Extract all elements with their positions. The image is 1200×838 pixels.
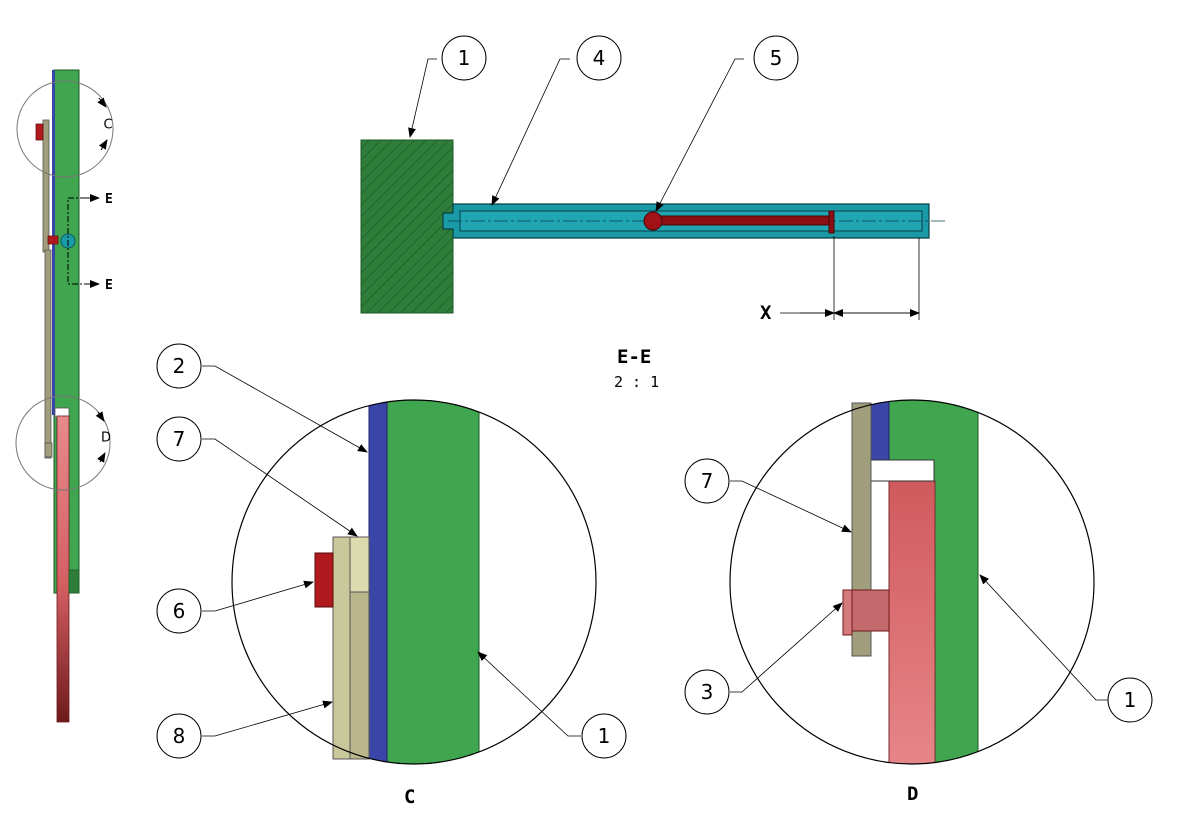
side-red-pin-mid (47, 235, 59, 245)
svg-text:6: 6 (173, 599, 186, 623)
section-red-rod-stop (828, 210, 835, 234)
leader-section-1 (408, 58, 437, 138)
section-cut-line (67, 197, 86, 285)
section-cut-label-bottom: E (105, 278, 113, 293)
section-red-rod (651, 215, 833, 226)
detail-c-marker-label: C (103, 118, 112, 133)
detail-d-pink-bar (888, 480, 936, 764)
detail-c-khaki-cap (349, 536, 370, 593)
detail-d: D (729, 399, 1095, 805)
leader-section-4 (491, 58, 570, 206)
svg-text:8: 8 (173, 724, 186, 748)
side-pink-bar (56, 415, 70, 723)
svg-text:7: 7 (173, 427, 186, 451)
detail-d-marker-arrow-bottom (97, 452, 106, 463)
detail-c-khaki-plate-outer (332, 536, 351, 760)
detail-c-circle (231, 399, 597, 765)
detail-d-marker-circle (15, 395, 111, 491)
side-lower-pin (44, 442, 53, 458)
callout-d-7: 7 (684, 458, 730, 504)
callout-leaders (202, 58, 1108, 737)
leader-c-2 (202, 365, 368, 453)
leader-section-5 (655, 58, 744, 212)
detail-c-red-knob (314, 552, 334, 608)
section-title: E-E (617, 346, 651, 368)
leader-d-3 (730, 602, 843, 693)
svg-text:1: 1 (598, 724, 611, 748)
callout-section-4: 4 (576, 35, 622, 81)
section-red-ball (643, 211, 663, 231)
svg-text:3: 3 (701, 680, 714, 704)
dimension-label: X (760, 302, 772, 324)
side-khaki-lever-top (42, 119, 50, 253)
svg-text:5: 5 (770, 46, 783, 70)
leader-d-1 (979, 574, 1108, 701)
detail-c-blue-strip (368, 400, 388, 764)
callout-balloons: 1 4 5 2 7 6 8 1 (156, 35, 1153, 759)
callout-section-1: 1 (441, 35, 487, 81)
svg-text:1: 1 (458, 46, 471, 70)
svg-text:4: 4 (593, 46, 606, 70)
detail-d-blue-strip (870, 400, 890, 461)
callout-d-1: 1 (1107, 677, 1153, 723)
leader-c-8 (202, 700, 333, 737)
detail-d-pin-head (842, 589, 853, 636)
callout-c-8: 8 (156, 713, 202, 759)
detail-d-circle (729, 399, 1095, 765)
callout-c-1: 1 (581, 713, 627, 759)
side-view: C D E E (15, 69, 114, 723)
callout-c-2: 2 (156, 343, 202, 389)
callout-c-7: 7 (156, 416, 202, 462)
detail-d-marker-label: D (101, 431, 111, 446)
callout-section-5: 5 (753, 35, 799, 81)
side-khaki-lever-bottom (44, 249, 52, 459)
detail-c: C (231, 399, 597, 808)
leader-c-6 (202, 580, 314, 612)
callout-c-6: 6 (156, 588, 202, 634)
detail-c-caption: C (404, 786, 415, 808)
svg-text:7: 7 (701, 469, 714, 493)
leader-c-1 (477, 651, 581, 737)
section-e-e: X E-E 2 : 1 (360, 139, 945, 391)
leader-d-7 (730, 480, 852, 533)
detail-c-marker-arrow-bottom (98, 139, 108, 151)
svg-text:1: 1 (1124, 688, 1137, 712)
leader-c-7 (202, 438, 358, 537)
detail-d-caption: D (907, 783, 918, 805)
detail-c-marker-circle (16, 80, 114, 178)
detail-c-marker-arrow-top (97, 97, 107, 108)
section-hatched-block (360, 139, 454, 314)
detail-d-marker-arrow-top (95, 411, 105, 422)
detail-d-notch (870, 459, 935, 482)
detail-c-green-plate (386, 400, 480, 764)
side-red-pin-top (35, 123, 44, 141)
callout-d-3: 3 (684, 669, 730, 715)
svg-text:2: 2 (173, 354, 186, 378)
side-green-tab (68, 569, 80, 594)
section-scale: 2 : 1 (614, 373, 659, 391)
section-cut-label-top: E (105, 192, 113, 207)
